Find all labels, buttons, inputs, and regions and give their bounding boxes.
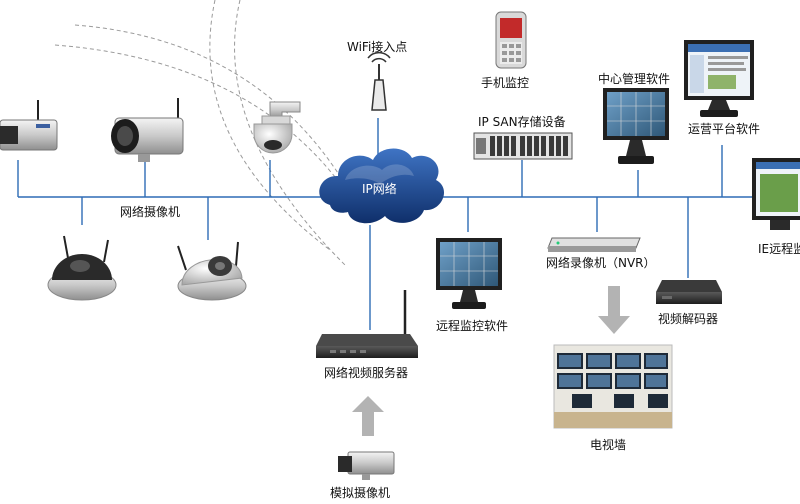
nvr-icon (547, 237, 641, 252)
ip-network-cloud (319, 148, 445, 224)
dome-camera-icon (47, 235, 117, 301)
network-cameras-label: 网络摄像机 (120, 205, 181, 219)
monitor-icon (603, 88, 669, 164)
speed-dome-camera-icon (177, 241, 247, 301)
video-decoder-label: 视频解码器 (658, 312, 719, 326)
nvr-label: 网络录像机（NVR） (546, 256, 656, 270)
ie-remote-label: IE远程监 (758, 242, 800, 256)
ip-san-label: IP SAN存储设备 (478, 115, 566, 129)
analog-camera-icon (338, 451, 395, 480)
wifi-access-point-icon (367, 51, 391, 111)
mobile-monitor-label: 手机监控 (481, 76, 530, 90)
bullet-camera-icon (111, 98, 184, 162)
monitor-icon (436, 238, 502, 309)
down-arrow-icon (598, 286, 630, 334)
monitor-icon (684, 40, 754, 117)
analog-camera-label: 模拟摄像机 (330, 486, 391, 500)
storage-array-icon (473, 132, 573, 160)
box-camera-icon (0, 100, 58, 151)
remote-monitor-label: 远程监控软件 (436, 319, 509, 333)
tv-wall-label: 电视墙 (590, 438, 627, 452)
wireless-range-arcs (54, 0, 361, 266)
video-server-label: 网络视频服务器 (324, 366, 409, 380)
range-arc (54, 44, 346, 191)
wifi-ap-label: WiFi接入点 (347, 40, 408, 54)
ptz-dome-camera-icon (253, 101, 301, 154)
ip-network-label: IP网络 (362, 182, 397, 196)
decoder-icon (656, 280, 722, 304)
up-arrow-icon (352, 396, 384, 436)
center-mgmt-label: 中心管理软件 (598, 72, 671, 86)
range-arc (234, 0, 346, 266)
range-arc (209, 0, 331, 251)
mobile-phone-icon (495, 11, 527, 69)
range-arc (74, 24, 361, 211)
tv-wall-icon (553, 344, 673, 429)
monitor-icon (752, 158, 800, 230)
video-server-icon (316, 290, 418, 358)
ops-platform-label: 运营平台软件 (688, 122, 761, 136)
